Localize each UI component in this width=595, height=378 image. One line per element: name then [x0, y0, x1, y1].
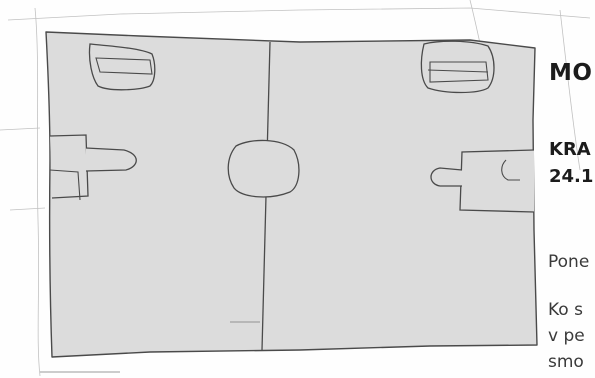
- left-goal-area: [86, 148, 136, 171]
- left-goal-box: [50, 135, 88, 198]
- right-goal-box: [460, 150, 534, 212]
- article-body-line: Ko s: [548, 300, 583, 320]
- article-body-line: smo: [548, 352, 584, 372]
- center-circle: [228, 140, 299, 197]
- article-body-line: v pe: [548, 326, 585, 346]
- article-body-line: Pone: [548, 252, 589, 272]
- top-right-corner-box: [421, 41, 494, 92]
- article-subheading-line: 24.1: [549, 166, 593, 187]
- article-heading: MO: [549, 60, 592, 86]
- right-goal-area: [431, 168, 462, 186]
- article-subheading-line: KRA: [549, 139, 591, 160]
